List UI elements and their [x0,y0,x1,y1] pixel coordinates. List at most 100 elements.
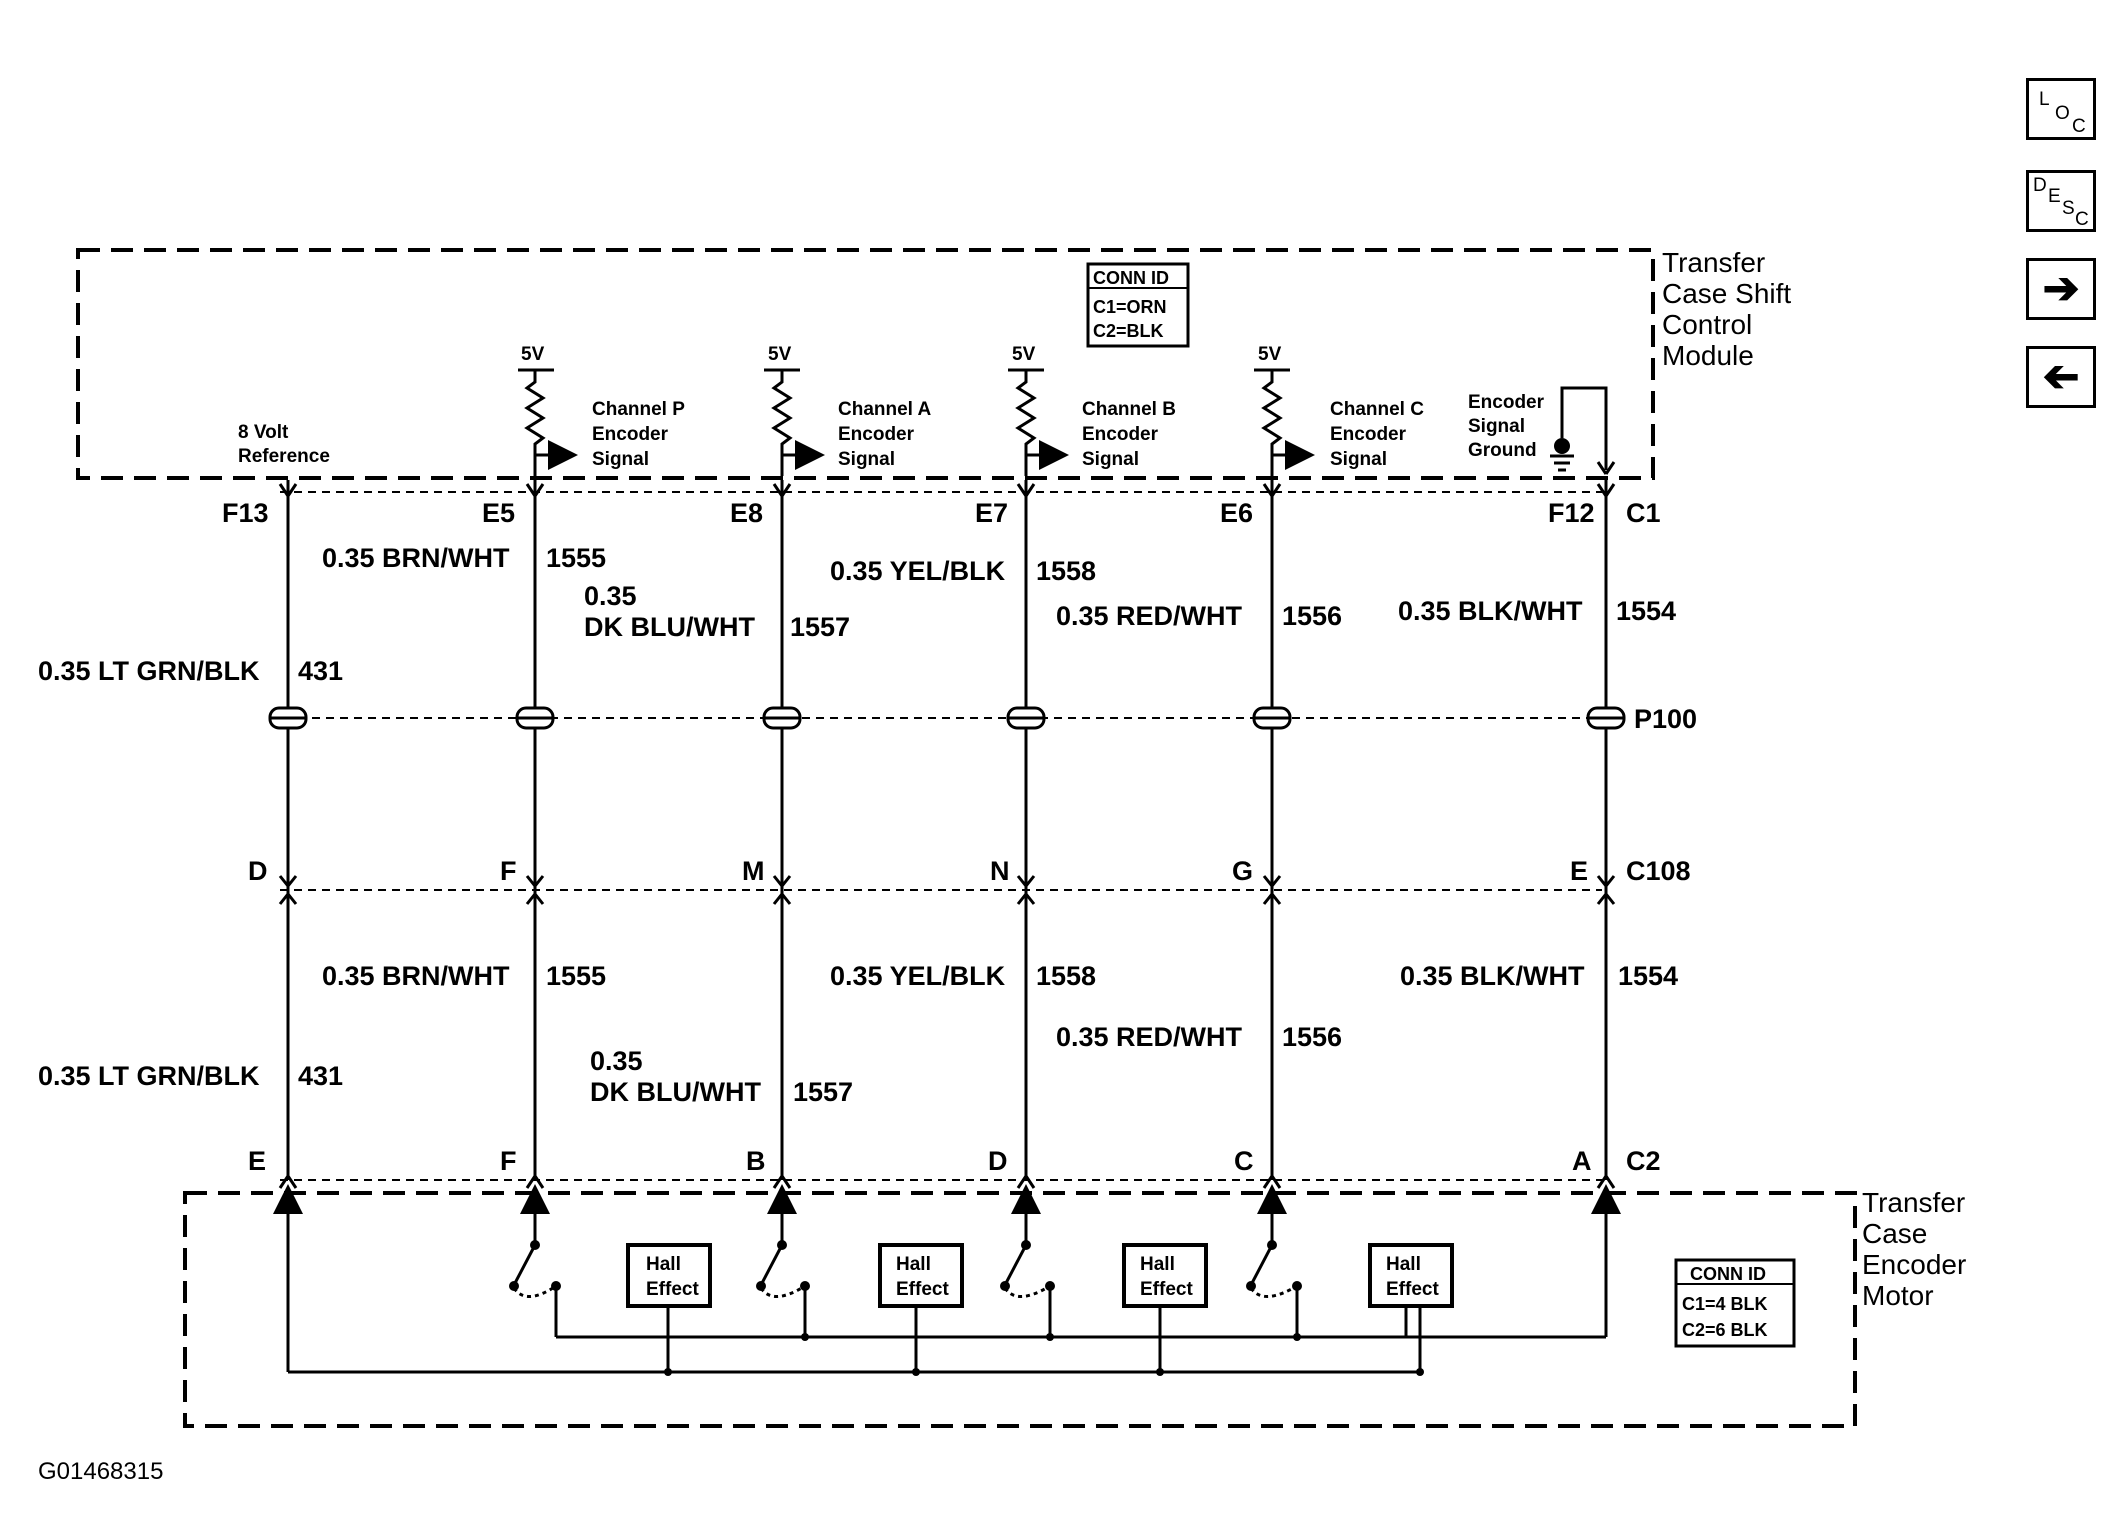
channel-a-label-1: Channel A [838,399,932,420]
channel-a-pullup: 5V Channel A Encoder Signal [764,344,932,476]
loc-letter-c: C [2072,116,2086,137]
previous-button[interactable]: ➔ [2026,346,2096,408]
splice-label: P100 [1634,704,1697,734]
loc-letter-l: L [2039,89,2050,110]
wire-upper-3-size-line2: DK BLU/WHT [584,612,755,642]
bus-junction-dots [664,1333,1424,1376]
conn-id-line-bottom-1: C1=4 BLK [1682,1294,1768,1314]
encoder-motor-name-line-1: Transfer [1862,1187,1965,1218]
figure-code: G01468315 [38,1458,163,1485]
wire-upper-3-circuit: 1557 [790,612,850,642]
wire-lower-6-circuit: 1554 [1618,961,1678,991]
wire-lower-6-size: 0.35 BLK/WHT [1400,961,1585,991]
channel-a-label-3: Signal [838,449,895,470]
encoder-motor-internal-wiring [273,1184,1621,1374]
hall-effect-sensor-2: Hall Effect [878,1243,964,1308]
hall-effect-sensor-4: Hall Effect [1368,1243,1454,1308]
top-pin-3: E8 [730,498,763,528]
wire-upper-4-size: 0.35 YEL/BLK [830,556,1006,586]
hall-effect-sensor-1: Hall Effect [626,1243,712,1308]
hall-1-label-2: Effect [646,1279,699,1300]
desc-letter-e: E [2048,186,2061,207]
loc-letter-o: O [2055,103,2070,124]
channel-c-label-3: Signal [1330,449,1387,470]
conn-id-box-top: CONN ID C1=ORN C2=BLK [1086,262,1190,348]
shift-module-name-line-1: Transfer [1662,247,1765,278]
conn-id-line-top-1: C1=ORN [1093,297,1167,317]
conn-id-box-bottom: CONN ID C1=4 BLK C2=6 BLK [1674,1258,1796,1348]
connector-terminal-chevrons [278,483,1616,1189]
splice-p100-symbols [268,706,1626,730]
wire-lower-3-size-line2: DK BLU/WHT [590,1077,761,1107]
channel-p-label-3: Signal [592,449,649,470]
top-pin-4: E7 [975,498,1008,528]
conn-id-line-bottom-2: C2=6 BLK [1682,1320,1768,1340]
hall-3-label-1: Hall [1140,1254,1175,1275]
desc-letter-c: C [2075,209,2089,230]
wire-upper-5-size: 0.35 RED/WHT [1056,601,1243,631]
reference-label-line-1: 8 Volt [238,422,289,443]
conn-id-title-top: CONN ID [1093,268,1169,288]
wire-upper-6-circuit: 1554 [1616,596,1676,626]
encoder-signal-ground: Encoder Signal Ground [1468,386,1616,475]
channel-c-label-2: Encoder [1330,424,1407,445]
conn-id-title-bottom: CONN ID [1690,1264,1766,1284]
top-pin-5: E6 [1220,498,1253,528]
mid-connector-label: C108 [1626,856,1691,886]
channel-b-label-2: Encoder [1082,424,1159,445]
wire-upper-5-circuit: 1556 [1282,601,1342,631]
wire-upper-4-circuit: 1558 [1036,556,1096,586]
mid-pin-4: N [990,856,1010,886]
supply-label-a: 5V [768,344,792,365]
shift-module-name-line-2: Case Shift [1662,278,1791,309]
mid-pin-5: G [1232,856,1253,886]
reference-label-line-2: Reference [238,446,330,467]
wire-lower-5-size: 0.35 RED/WHT [1056,1022,1243,1052]
ground-label-1: Encoder [1468,392,1545,413]
shift-module-name-line-3: Control [1662,309,1752,340]
encoder-motor-name-line-2: Case [1862,1218,1927,1249]
mid-pin-6: E [1570,856,1588,886]
top-pin-6: F12 [1548,498,1595,528]
channel-p-pullup: 5V Channel P Encoder Signal [518,344,685,476]
mid-pin-2: F [500,856,517,886]
wire-lower-3-circuit: 1557 [793,1077,853,1107]
next-button[interactable]: ➔ [2026,258,2096,320]
wire-upper-3-size-line1: 0.35 [584,581,637,611]
wire-lower-2-size: 0.35 BRN/WHT [322,961,510,991]
description-button[interactable]: D E S C [2026,170,2096,232]
wire-lower-1-circuit: 431 [298,1061,343,1091]
wire-upper-6-size: 0.35 BLK/WHT [1398,596,1583,626]
hall-4-label-2: Effect [1386,1279,1439,1300]
wire-lower-2-circuit: 1555 [546,961,606,991]
ground-label-2: Signal [1468,416,1525,437]
channel-a-label-2: Encoder [838,424,915,445]
bottom-pin-2: F [500,1146,517,1176]
location-button[interactable]: L O C [2026,78,2096,140]
channel-b-label-1: Channel B [1082,399,1176,420]
wire-upper-2-size: 0.35 BRN/WHT [322,543,510,573]
wire-upper-1-circuit: 431 [298,656,343,686]
top-pin-1: F13 [222,498,269,528]
wire-upper-2-circuit: 1555 [546,543,606,573]
supply-label-p: 5V [521,344,545,365]
channel-b-pullup: 5V Channel B Encoder Signal [1008,344,1176,476]
bottom-pin-4: D [988,1146,1008,1176]
switch-contacts [509,1240,1302,1291]
right-arrow-icon: ➔ [2042,264,2080,313]
wire-upper-1-size: 0.35 LT GRN/BLK [38,656,260,686]
bottom-connector-label: C2 [1626,1146,1661,1176]
bottom-pin-1: E [248,1146,266,1176]
top-connector-label: C1 [1626,498,1661,528]
bottom-pin-5: C [1234,1146,1254,1176]
wire-lower-3-size-line1: 0.35 [590,1046,643,1076]
conn-id-line-top-2: C2=BLK [1093,321,1164,341]
encoder-motor-name-line-4: Motor [1862,1280,1934,1311]
channel-b-label-3: Signal [1082,449,1139,470]
wire-lower-5-circuit: 1556 [1282,1022,1342,1052]
wire-lower-4-size: 0.35 YEL/BLK [830,961,1006,991]
hall-3-label-2: Effect [1140,1279,1193,1300]
top-pin-2: E5 [482,498,515,528]
supply-label-c: 5V [1258,344,1282,365]
